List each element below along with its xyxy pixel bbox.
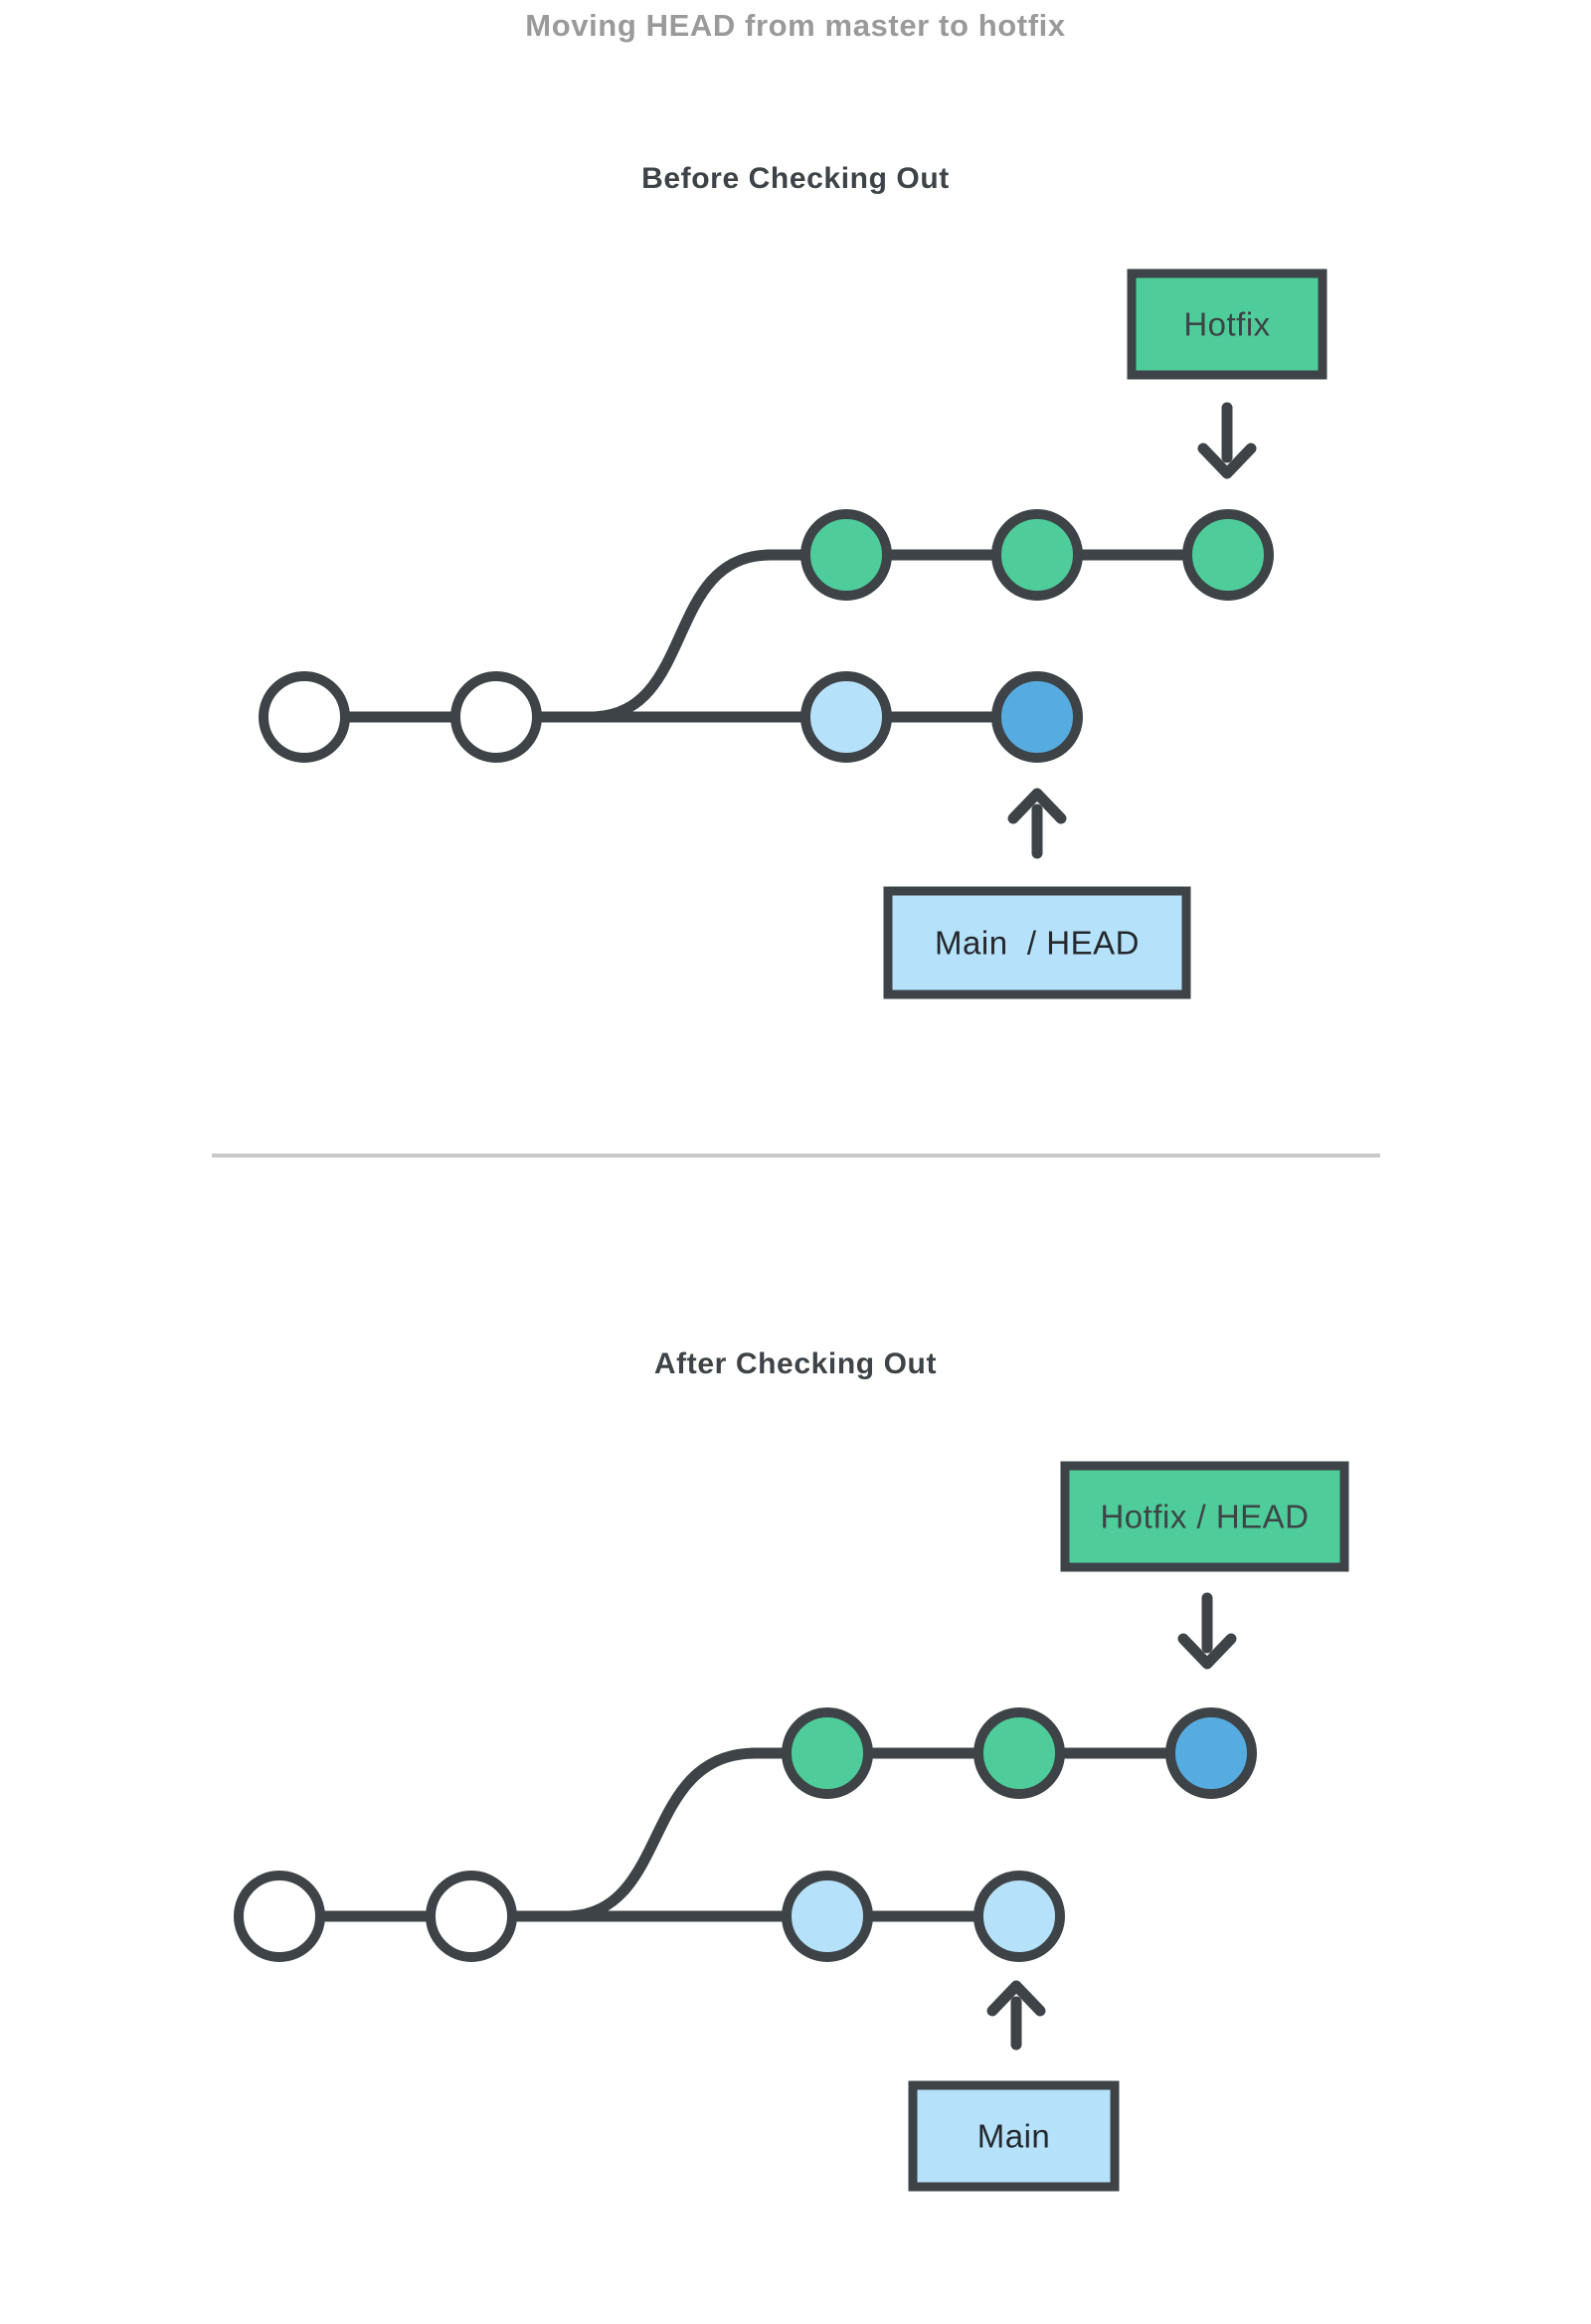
commit-1 bbox=[259, 670, 350, 763]
commit-1 bbox=[234, 1870, 325, 1962]
main-head-label-text: Main / HEAD bbox=[935, 924, 1140, 961]
main-commit-4 bbox=[973, 1870, 1065, 1962]
hotfix-commit-2 bbox=[991, 508, 1083, 601]
branch-split-curve bbox=[569, 1747, 757, 1922]
main-commit-3 bbox=[782, 1870, 873, 1962]
hotfix-commit-1 bbox=[782, 1706, 873, 1799]
hotfix-commit-2 bbox=[973, 1706, 1065, 1799]
before-heading: Before Checking Out bbox=[641, 161, 950, 195]
section-divider bbox=[211, 1153, 1380, 1158]
main-pointer-arrow-head bbox=[986, 1980, 1046, 2017]
page: Moving HEAD from master to hotfix Before… bbox=[0, 8, 1591, 2274]
hotfix-pointer-arrow-head bbox=[1197, 443, 1257, 479]
page-title: Moving HEAD from master to hotfix bbox=[525, 8, 1066, 43]
hotfix-branch-label-box bbox=[1127, 268, 1327, 380]
main-commit-3 bbox=[800, 670, 892, 763]
hotfix-head-label-box bbox=[1060, 1461, 1349, 1572]
hotfix-commit-1 bbox=[800, 508, 892, 601]
main-head-label-box bbox=[883, 886, 1191, 999]
hotfix-head-label-text: Hotfix / HEAD bbox=[1100, 1498, 1309, 1534]
main-commit-4-head bbox=[991, 670, 1083, 763]
branch-split-curve bbox=[594, 549, 772, 723]
commit-2 bbox=[426, 1870, 517, 1962]
hotfix-commit-3 bbox=[1182, 508, 1274, 601]
main-head-pointer-arrow-head bbox=[1007, 788, 1067, 824]
hotfix-head-pointer-arrow-head bbox=[1177, 1633, 1237, 1670]
main-label-box bbox=[908, 2080, 1120, 2192]
hotfix-branch-label-text: Hotfix bbox=[1183, 305, 1270, 342]
after-heading: After Checking Out bbox=[653, 1346, 938, 1380]
commit-2 bbox=[450, 670, 542, 763]
main-label-text: Main bbox=[977, 2117, 1051, 2154]
hotfix-commit-3-head bbox=[1165, 1706, 1257, 1799]
section-after: After Checking Out Hotfix / HEAD Main bbox=[0, 1346, 1591, 2274]
git-graph-after: Hotfix / HEAD Main bbox=[234, 1461, 1349, 2192]
